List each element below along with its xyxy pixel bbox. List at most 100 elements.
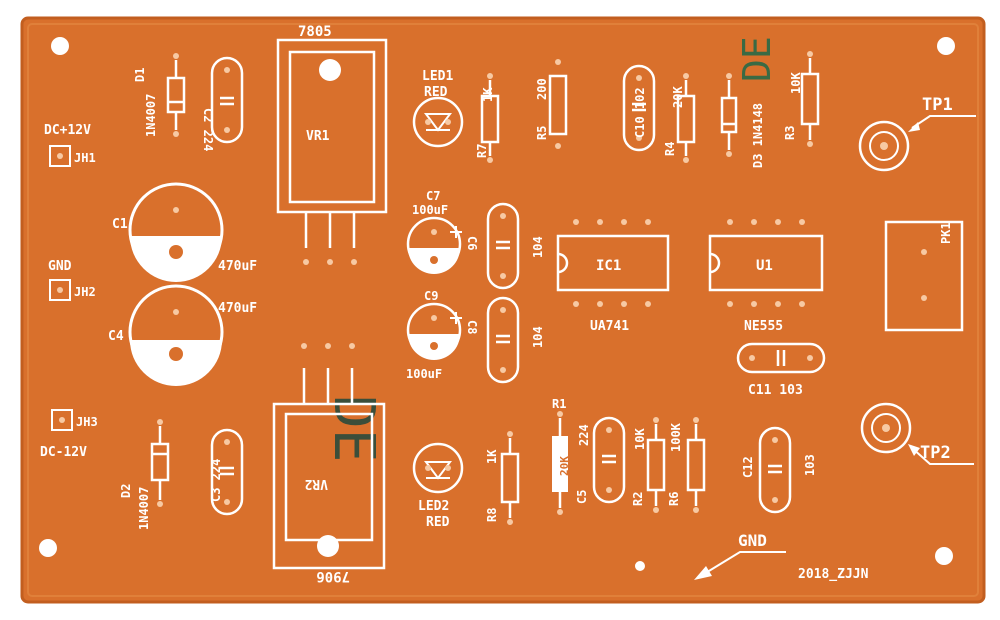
- c3-label: C3 224: [209, 459, 223, 502]
- r1-label: R1: [552, 397, 566, 411]
- tp2-test-point: [860, 402, 974, 465]
- c11-label: C11 103: [748, 383, 803, 398]
- c2-capacitor: [210, 56, 244, 144]
- r4-resistor: [676, 80, 696, 156]
- c10-capacitor: [622, 64, 656, 152]
- c9-label: C9: [424, 289, 438, 303]
- c3-capacitor: [210, 428, 244, 516]
- tp2-label: TP2: [920, 443, 951, 463]
- r1-resistor: [552, 411, 568, 515]
- d2-part-label: 1N4007: [137, 487, 151, 530]
- c10-label: C10 102: [633, 87, 647, 138]
- c5-capacitor: [592, 416, 626, 504]
- ic1-chip: [556, 219, 670, 307]
- c8-capacitor: [486, 296, 520, 384]
- pk1-label: PK1: [939, 222, 953, 244]
- jh3-label: JH3: [76, 415, 98, 429]
- handwriting-top: DE: [735, 36, 779, 82]
- r2-value: 10K: [633, 428, 647, 450]
- led2-label: LED2: [418, 499, 449, 514]
- c9-capacitor: [406, 302, 462, 360]
- jh2-net-label: GND: [48, 259, 72, 274]
- r1-value: 20K: [558, 456, 571, 476]
- c7-capacitor: [406, 216, 462, 274]
- tp1-label: TP1: [922, 95, 953, 115]
- r3-label: R3: [783, 126, 797, 140]
- r5-label: R5: [535, 126, 549, 140]
- handwriting-mid: DE: [321, 395, 386, 462]
- c12-label: C12: [741, 456, 755, 478]
- d3-diode: [720, 80, 738, 150]
- r5-resistor: [548, 74, 568, 136]
- d1-label: D1: [133, 68, 147, 82]
- vr2-label: VR2: [305, 476, 328, 491]
- led1-color: RED: [424, 85, 448, 100]
- r4-label: R4: [663, 142, 677, 156]
- r8-resistor: [500, 438, 520, 518]
- r6-resistor: [686, 424, 706, 506]
- r8-label: R8: [485, 508, 499, 522]
- c4-label: C4: [108, 329, 124, 344]
- vr1-label: VR1: [306, 129, 330, 144]
- gnd-arrow: [694, 551, 786, 580]
- pk1-footprint: [884, 220, 964, 332]
- d2-diode: [150, 426, 170, 500]
- mounting-holes: [39, 37, 955, 571]
- jh1-pad: [49, 145, 71, 167]
- r8-value: 1K: [485, 449, 499, 464]
- c2-label: C2 224: [201, 108, 215, 151]
- c5-label: C5: [575, 490, 589, 504]
- c4-capacitor: [128, 284, 224, 386]
- jh1-label: JH1: [74, 151, 96, 165]
- r2-label: R2: [631, 492, 645, 506]
- c1-value: 470uF: [218, 259, 257, 274]
- c4-value: 470uF: [218, 301, 257, 316]
- gnd-label: GND: [738, 531, 767, 550]
- led2: [412, 442, 464, 494]
- tp1-test-point: [858, 115, 976, 172]
- vr1-part-label: 7805: [298, 24, 332, 40]
- c12-value: 103: [803, 454, 817, 476]
- led2-color: RED: [426, 515, 450, 530]
- d1-part-label: 1N4007: [144, 94, 158, 137]
- jh3-pad: [51, 409, 73, 431]
- d3-label: D3 1N4148: [751, 103, 765, 168]
- r6-value: 100K: [669, 422, 683, 452]
- c8-label: C8: [465, 320, 479, 334]
- c1-label: C1: [112, 217, 128, 232]
- r7-label: R7: [475, 144, 489, 158]
- c8-value: 104: [531, 326, 545, 348]
- jh1-net-label: DC+12V: [44, 123, 91, 138]
- c6-label: C6: [465, 236, 479, 250]
- c7-value: 100uF: [412, 203, 448, 217]
- d1-diode: [166, 60, 186, 130]
- r2-resistor: [646, 424, 666, 506]
- u1-part-label: NE555: [744, 319, 783, 334]
- c6-capacitor: [486, 202, 520, 290]
- jh2-label: JH2: [74, 285, 96, 299]
- r3-value: 10K: [789, 72, 803, 94]
- led1-label: LED1: [422, 69, 453, 84]
- d2-label: D2: [119, 484, 133, 498]
- r7-resistor: [480, 80, 500, 156]
- r7-value: 1K: [481, 87, 495, 102]
- r4-value: 20K: [671, 86, 685, 108]
- vr2-part-label: 7906: [316, 568, 350, 584]
- ic1-part-label: UA741: [590, 319, 629, 334]
- led1: [412, 96, 464, 148]
- c1-capacitor: [128, 182, 224, 282]
- ic1-label: IC1: [596, 258, 621, 274]
- vr1-regulator: [276, 38, 388, 248]
- jh2-pad: [49, 279, 71, 301]
- c6-value: 104: [531, 236, 545, 258]
- c5-value: 224: [577, 424, 591, 446]
- u1-label: U1: [756, 258, 773, 274]
- r5-value: 200: [535, 78, 549, 100]
- c12-capacitor: [758, 426, 792, 514]
- c9-value: 100uF: [406, 367, 442, 381]
- r3-resistor: [800, 58, 820, 140]
- u1-chip: [708, 219, 824, 307]
- c11-capacitor: [736, 342, 826, 374]
